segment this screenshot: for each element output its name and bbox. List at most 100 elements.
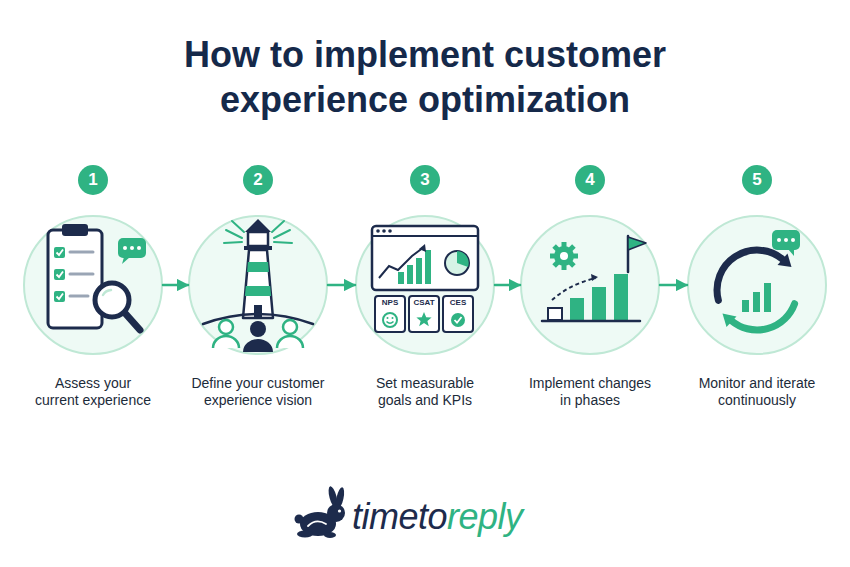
rabbit-logo-part xyxy=(295,515,304,524)
flow-arrow xyxy=(495,284,520,287)
rabbit-logo-part xyxy=(300,512,336,536)
speech-bubble-part xyxy=(130,246,134,250)
rabbit-logo-part xyxy=(338,509,341,512)
lighthouse-icon-part xyxy=(248,232,268,246)
people-icon-part xyxy=(250,321,266,337)
growth-icon-part-part xyxy=(552,244,575,267)
clipboard-icon-part xyxy=(54,291,65,302)
cycle-icon-part xyxy=(791,238,795,242)
rabbit-logo-part xyxy=(327,504,345,522)
step-number-text: 2 xyxy=(243,165,273,195)
step-number: 4 xyxy=(575,165,605,195)
lighthouse-icon-part xyxy=(274,230,290,238)
lighthouse-icon-part xyxy=(245,219,271,232)
step-label: Set measurable goals and KPIs xyxy=(365,375,485,409)
step-number: 3 xyxy=(410,165,440,195)
growth-icon-part-part xyxy=(554,246,574,266)
dashboard-icon-part xyxy=(425,250,431,284)
logo-wordmark: timeto xyxy=(352,497,447,537)
growth-icon-part-part xyxy=(562,242,567,270)
cycle-icon-part xyxy=(731,304,794,330)
people-icon-part xyxy=(219,320,233,334)
dashboard-icon-part xyxy=(398,272,404,284)
lighthouse-icon-part xyxy=(272,221,284,232)
rabbit-logo xyxy=(295,485,346,538)
lighthouse-icon-part xyxy=(274,242,292,243)
people-icon xyxy=(213,320,303,352)
flow-arrow xyxy=(660,284,687,287)
rabbit-logo-part xyxy=(308,521,326,526)
lighthouse-icon-part xyxy=(247,262,269,272)
dashboard-icon-part xyxy=(372,235,478,237)
dashboard-icon-part xyxy=(419,244,426,252)
clipboard-icon-part xyxy=(57,250,64,256)
growth-icon-part xyxy=(550,242,578,270)
flow-arrow xyxy=(163,284,188,287)
step-number-text: 5 xyxy=(742,165,772,195)
dashboard-icon-part xyxy=(455,317,462,323)
step-label: Assess your current experience xyxy=(33,375,154,409)
lighthouse-icon-part xyxy=(254,305,262,318)
flow-arrow xyxy=(328,284,355,287)
dashboard-icon-part xyxy=(383,313,397,327)
lighthouse-icon-part xyxy=(232,221,244,232)
step-number-text: 3 xyxy=(410,165,440,195)
growth-icon-part xyxy=(542,320,640,323)
step-label: Monitor and iterate continuously xyxy=(692,375,822,409)
dashboard-icon xyxy=(372,226,478,332)
speech-bubble-part xyxy=(123,246,127,250)
logo-wordmark: reply xyxy=(447,497,523,537)
dashboard-icon-part xyxy=(445,251,469,275)
growth-icon-part xyxy=(570,298,584,320)
lighthouse-icon xyxy=(203,219,313,324)
growth-icon-part xyxy=(627,236,630,272)
speech-bubble-part xyxy=(122,257,130,264)
magnifier-icon xyxy=(95,283,140,330)
people-icon-part xyxy=(283,320,297,334)
cycle-icon-part xyxy=(742,300,749,312)
step-number: 1 xyxy=(78,165,108,195)
step-number: 2 xyxy=(243,165,273,195)
rabbit-logo-part xyxy=(327,485,339,508)
lighthouse-icon-part xyxy=(203,314,313,324)
diagram-title: How to implement customer experience opt… xyxy=(135,32,715,122)
dashboard-icon-part xyxy=(457,251,469,267)
people-icon-part xyxy=(213,336,239,348)
rabbit-logo-part xyxy=(297,531,313,538)
magnifier-icon-part xyxy=(95,283,129,317)
dashboard-icon-part xyxy=(388,229,392,233)
speech-bubble-part xyxy=(118,238,146,258)
growth-icon xyxy=(542,236,646,321)
speech-bubble-part xyxy=(137,246,141,250)
growth-icon-part-part xyxy=(550,254,578,259)
growth-icon-part xyxy=(552,278,596,300)
growth-icon-part-part xyxy=(552,244,575,267)
dashboard-icon-part xyxy=(416,258,422,284)
dashboard-icon-part xyxy=(379,247,424,278)
cycle-icon-part xyxy=(717,250,783,300)
step-number-text: 4 xyxy=(575,165,605,195)
step-circle: Implement changes in phases xyxy=(520,215,660,355)
step-circle: Monitor and iterate continuously xyxy=(687,215,827,355)
step-number: 5 xyxy=(742,165,772,195)
dashboard-icon-part xyxy=(443,296,473,332)
dashboard-icon-part xyxy=(392,317,394,319)
step-circle: Set measurable goals and KPIs xyxy=(355,215,495,355)
cycle-icon-part xyxy=(788,249,794,256)
clipboard-icon-part xyxy=(54,247,65,258)
dashboard-icon-part xyxy=(382,229,386,233)
rabbit-logo-part xyxy=(324,532,336,538)
cycle-icon xyxy=(717,230,800,330)
people-icon-part xyxy=(243,339,273,352)
clipboard-icon-part xyxy=(57,272,64,278)
clipboard-icon-part xyxy=(70,295,88,298)
clipboard-icon-part xyxy=(70,273,93,276)
dashboard-icon-part xyxy=(409,296,439,332)
lighthouse-icon-part xyxy=(224,242,242,243)
dashboard-icon-part xyxy=(451,313,465,327)
growth-icon-part-part xyxy=(560,252,568,260)
cycle-icon-part xyxy=(764,283,771,312)
dashboard-icon-part xyxy=(372,226,478,290)
lighthouse-icon-part xyxy=(226,230,242,238)
